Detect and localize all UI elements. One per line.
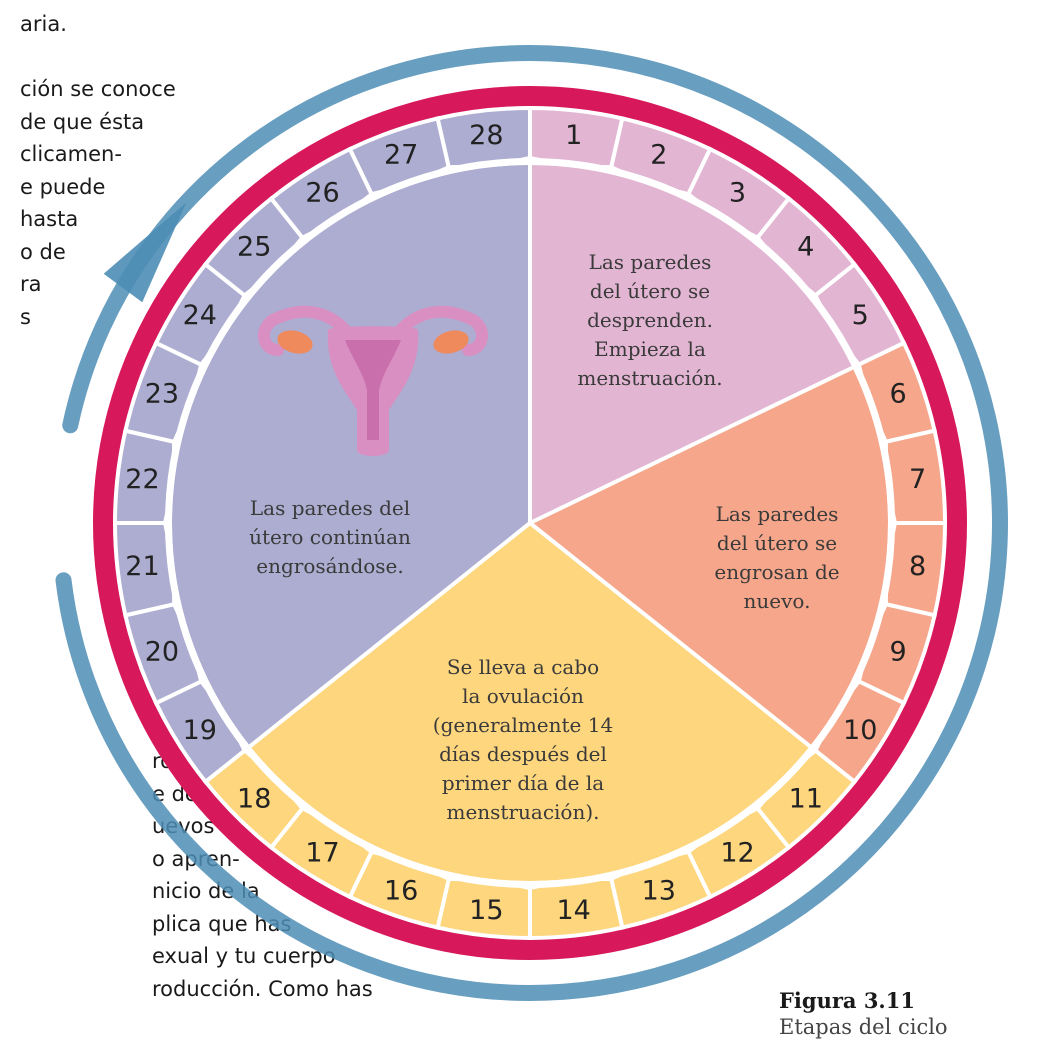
day-number: 9 <box>890 636 907 667</box>
phase-label-line: desprenden. <box>587 308 713 332</box>
phase-sector-menstruation <box>530 165 853 523</box>
day-number: 27 <box>384 139 418 170</box>
figure-caption: Figura 3.11 Etapas del ciclo <box>779 988 948 1042</box>
figure-description: Etapas del ciclo <box>779 1015 948 1039</box>
day-number: 22 <box>125 464 159 495</box>
phase-label-line: útero continúan <box>249 525 411 549</box>
day-number: 3 <box>729 177 746 208</box>
uterus-illustration-icon <box>258 305 488 456</box>
day-number: 23 <box>145 379 179 410</box>
day-number: 7 <box>909 464 926 495</box>
phase-label-line: del útero se <box>590 279 710 303</box>
background-text-line: clicamen- <box>20 142 122 166</box>
day-number: 13 <box>642 876 676 907</box>
uterus-icon <box>258 305 488 456</box>
day-tile: 28 <box>435 105 532 170</box>
day-number: 4 <box>797 232 814 263</box>
phase-sector-ovulation <box>250 523 810 881</box>
phase-label-line: menstruación. <box>577 366 722 390</box>
cycle-arrow <box>55 45 1008 1001</box>
inner-separator <box>165 158 895 888</box>
day-number: 28 <box>469 120 503 151</box>
phase-label-line: menstruación). <box>446 800 599 824</box>
day-number: 19 <box>183 715 217 746</box>
background-text-line: e puede <box>20 174 106 199</box>
background-text-top: aria. ción se conoce de que ésta clicamen-… <box>20 8 176 333</box>
sector-divider <box>248 521 532 748</box>
phase-label-line: nuevo. <box>744 589 811 613</box>
day-number: 5 <box>852 300 869 331</box>
day-number: 2 <box>650 139 667 170</box>
right-ovary-icon <box>433 330 469 354</box>
cycle-arrow-head-icon <box>103 202 187 303</box>
day-number: 14 <box>556 895 590 926</box>
day-number: 16 <box>384 876 418 907</box>
figure-label: Figura 3.11 <box>779 988 915 1013</box>
day-number: 25 <box>237 232 271 263</box>
day-number: 8 <box>909 551 926 582</box>
uterus-cavity <box>345 340 401 440</box>
sector-divider <box>528 521 812 748</box>
background-text-line: hasta <box>20 207 79 231</box>
day-number: 10 <box>843 715 877 746</box>
phase-labels: Las paredes del útero se desprenden. Empiez… <box>249 250 840 824</box>
phase-label-line: del útero se <box>717 531 837 555</box>
background-text-line: s <box>20 304 31 329</box>
phase-label-line: primer día de la <box>442 771 604 795</box>
day-number: 26 <box>305 177 339 208</box>
phase-label-menstruation: Las paredes del útero se desprenden. Empiez… <box>577 250 722 390</box>
day-number: 24 <box>183 300 217 331</box>
phase-label-line: Se lleva a cabo <box>447 655 599 679</box>
phase-label-line: engrosándose. <box>256 554 404 578</box>
phase-label-line: la ovulación <box>462 684 584 708</box>
day-number: 12 <box>720 838 754 869</box>
right-tube <box>387 305 488 356</box>
day-number: 1 <box>565 120 582 151</box>
day-number: 21 <box>125 551 159 582</box>
background-text-line: o de <box>20 239 66 264</box>
phase-label-line: engrosan de <box>714 560 839 584</box>
phase-label-line: Empieza la <box>594 337 706 361</box>
phase-label-line: Las paredes <box>716 502 839 526</box>
left-tube <box>258 305 359 356</box>
background-text-line: exual y tu cuerpo <box>152 944 336 968</box>
phase-label-line: (generalmente 14 <box>433 713 613 737</box>
day-number: 15 <box>469 895 503 926</box>
sector-divider <box>529 365 854 525</box>
day-tile: 17 <box>268 805 375 900</box>
background-text-line: aria. <box>20 12 67 36</box>
day-ring: 1234567891011121314151617181920212223242… <box>93 86 967 960</box>
left-ovary-icon <box>277 330 313 354</box>
background-text-line: ción se conoce <box>20 77 176 101</box>
phase-label-thickening: Las paredes del útero se engrosan de nuevo. <box>714 502 839 613</box>
phase-label-line: Las paredes <box>589 250 712 274</box>
background-text-line: de que ésta <box>20 109 145 134</box>
day-number: 18 <box>237 783 271 814</box>
phase-label-ovulation: Se lleva a cabo la ovulación (generalmente… <box>433 655 613 824</box>
phase-sector-thickening <box>530 367 888 747</box>
day-number: 17 <box>305 838 339 869</box>
phase-label-line: días después del <box>439 742 607 766</box>
day-number: 11 <box>789 783 823 814</box>
background-text-line: roducción. Como has <box>152 976 373 1001</box>
outer-red-ring <box>93 86 967 960</box>
day-number: 6 <box>890 379 907 410</box>
cycle-arrow-arc <box>55 45 1008 1001</box>
day-number: 20 <box>145 636 179 667</box>
phase-label-continued: Las paredes del útero continúan engrosándo… <box>249 496 411 578</box>
phase-label-line: Las paredes del <box>250 496 410 520</box>
background-text-line: ra <box>20 272 42 296</box>
